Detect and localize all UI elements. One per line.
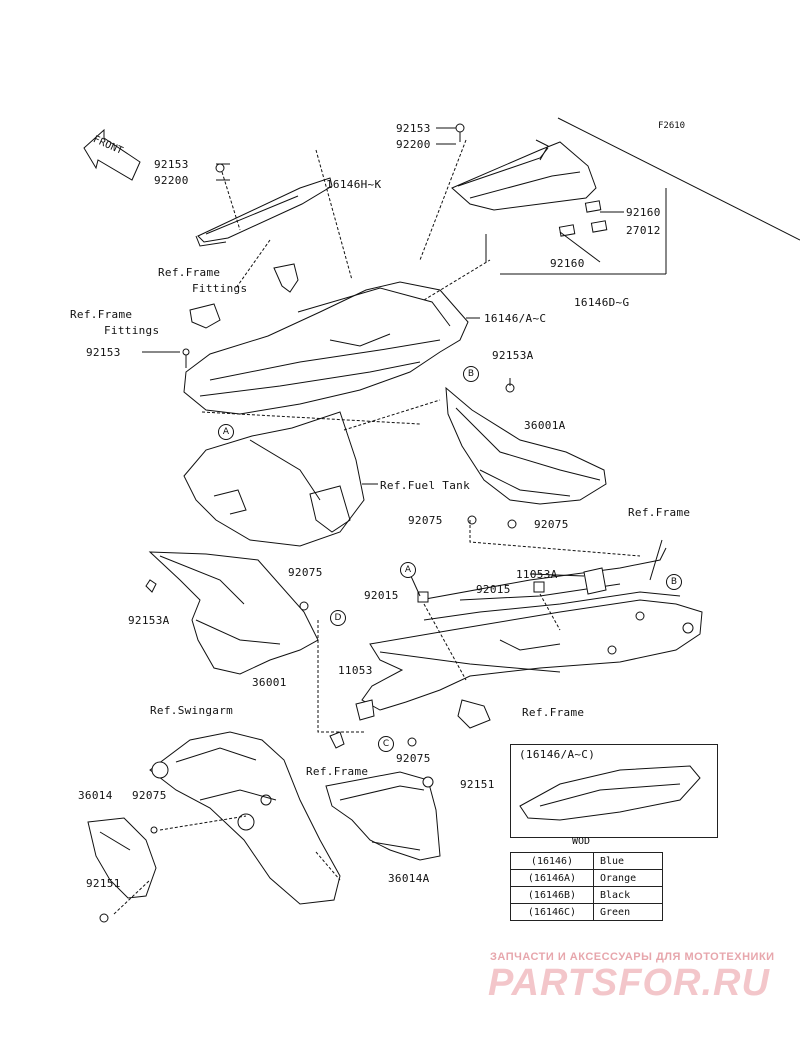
part-label-36014: 36014 <box>78 789 113 802</box>
ref-frame-label: Ref.Frame <box>70 308 133 321</box>
part-label-11053a: 11053A <box>516 568 558 581</box>
inset-title: (16146/A~C) <box>519 748 596 761</box>
wod-table: (16146) Blue (16146A) Orange (16146B) Bl… <box>510 852 663 921</box>
ref-fuel-tank-label: Ref.Fuel Tank <box>380 479 470 492</box>
part-label-27012: 27012 <box>626 224 661 237</box>
fittings-label: Fittings <box>192 282 248 295</box>
part-label-92160: 92160 <box>626 206 661 219</box>
callout-b: B <box>666 574 682 590</box>
part-label-92160: 92160 <box>550 257 585 270</box>
side-cover-right <box>445 386 607 505</box>
part-label-92153a: 92153A <box>492 349 534 362</box>
wod-title: WOD <box>572 836 591 847</box>
part-label-11053: 11053 <box>338 664 373 677</box>
table-row: (16146C) Green <box>510 903 663 921</box>
watermark-tagline: ЗАПЧАСТИ И АКСЕССУАРЫ ДЛЯ МОТОТЕХНИКИ <box>490 951 775 963</box>
tail-cover-upper <box>451 139 608 237</box>
wod-color: Orange <box>593 869 663 887</box>
table-row: (16146A) Orange <box>510 869 663 887</box>
wod-code: (16146) <box>510 852 594 870</box>
callout-c: C <box>378 736 394 752</box>
ref-swingarm-label: Ref.Swingarm <box>150 704 234 717</box>
ref-frame-label: Ref.Frame <box>306 765 369 778</box>
part-label-16146-a-c: 16146/A~C <box>484 312 547 325</box>
ref-frame-label: Ref.Frame <box>628 506 691 519</box>
part-label-36014a: 36014A <box>388 872 430 885</box>
part-label-92200: 92200 <box>396 138 431 151</box>
part-label-16146d-g: 16146D~G <box>574 296 630 309</box>
fittings-label: Fittings <box>104 324 160 337</box>
callout-d: D <box>330 610 346 626</box>
part-label-92075: 92075 <box>408 514 443 527</box>
table-row: (16146) Blue <box>510 852 663 870</box>
wod-color: Blue <box>593 852 663 870</box>
inset-box: (16146/A~C) <box>510 744 718 838</box>
fuel-tank-ref <box>183 411 365 547</box>
part-label-92075: 92075 <box>396 752 431 765</box>
swingarm-ref <box>149 731 341 905</box>
part-label-92200: 92200 <box>154 174 189 187</box>
part-label-16146h-k: 16146H~K <box>326 178 382 191</box>
chain-guard <box>325 771 441 861</box>
seat-cover-piece <box>195 177 333 247</box>
part-label-36001a: 36001A <box>524 419 566 432</box>
part-label-92153: 92153 <box>154 158 189 171</box>
wod-code: (16146A) <box>510 869 594 887</box>
wod-code: (16146C) <box>510 903 594 921</box>
part-label-92075: 92075 <box>132 789 167 802</box>
side-cover-left <box>148 551 319 675</box>
part-label-92153: 92153 <box>86 346 121 359</box>
callout-a: A <box>218 424 234 440</box>
callout-a: A <box>400 562 416 578</box>
part-label-36001: 36001 <box>252 676 287 689</box>
ref-frame-label: Ref.Frame <box>158 266 221 279</box>
part-label-92015: 92015 <box>364 589 399 602</box>
wod-color: Black <box>593 886 663 904</box>
part-label-92153a: 92153A <box>128 614 170 627</box>
seat-cowl <box>183 263 469 415</box>
part-label-92151: 92151 <box>86 877 121 890</box>
wod-code: (16146B) <box>510 886 594 904</box>
watermark-logo: PARTSFOR.RU <box>488 962 770 1004</box>
front-arrow-icon <box>83 128 141 181</box>
heel-guard <box>87 817 157 899</box>
part-label-92075: 92075 <box>534 518 569 531</box>
part-label-92075: 92075 <box>288 566 323 579</box>
inset-seat-cowl <box>519 765 701 821</box>
part-label-92015: 92015 <box>476 583 511 596</box>
figure-code: F2610 <box>658 121 686 131</box>
part-label-92151: 92151 <box>460 778 495 791</box>
wod-color: Green <box>593 903 663 921</box>
callout-b: B <box>463 366 479 382</box>
ref-frame-label: Ref.Frame <box>522 706 585 719</box>
table-row: (16146B) Black <box>510 886 663 904</box>
part-label-92153: 92153 <box>396 122 431 135</box>
